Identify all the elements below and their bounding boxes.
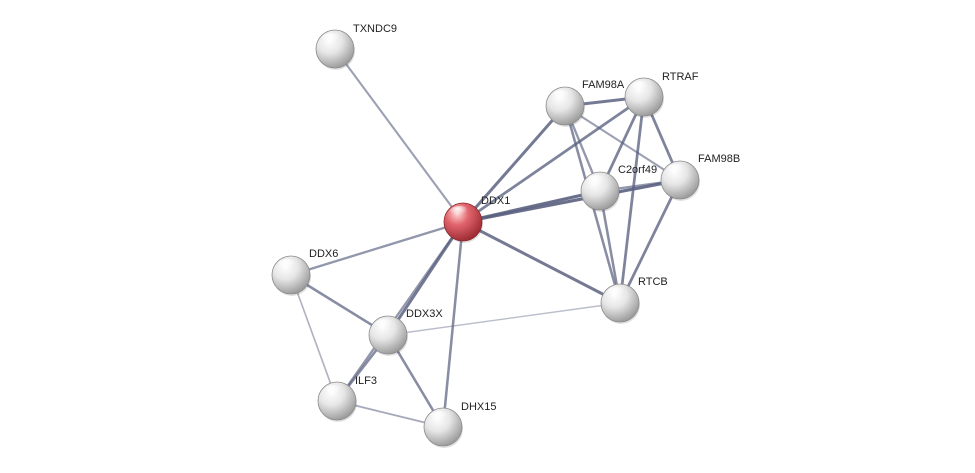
edge-ddx1-rtcb (461, 220, 622, 305)
node-label-ddx1: DDX1 (481, 195, 510, 207)
node-label-rtraf: RTRAF (662, 71, 699, 83)
node-rtraf[interactable]: RTRAF (624, 71, 699, 118)
node-label-ddx6: DDX6 (309, 248, 338, 260)
edge-ddx1-fam98b (461, 178, 682, 224)
node-label-fam98a: FAM98A (582, 79, 625, 91)
node-label-rtcb: RTCB (638, 276, 668, 288)
edge-ddx1-ilf3 (335, 220, 465, 403)
node-label-c2orf49: C2orf49 (618, 164, 657, 176)
node-highlight (321, 33, 343, 47)
node-fam98a[interactable]: FAM98A (545, 79, 625, 127)
node-c2orf49[interactable]: C2orf49 (580, 164, 657, 212)
node-label-fam98b: FAM98B (698, 153, 740, 165)
node-label-txndc9: TXNDC9 (353, 23, 397, 35)
node-highlight (449, 206, 471, 220)
node-ddx3x[interactable]: DDX3X (368, 308, 443, 356)
edge-ddx1-dhx15 (441, 220, 465, 429)
edge-ddx1-ddx6 (289, 220, 465, 277)
node-highlight (374, 319, 396, 333)
node-highlight (323, 385, 345, 399)
node-highlight (606, 287, 628, 301)
edge-ddx1-rtraf (461, 95, 646, 224)
node-ddx1[interactable]: DDX1 (443, 195, 510, 243)
node-ddx6[interactable]: DDX6 (271, 248, 338, 296)
node-dhx15[interactable]: DHX15 (423, 401, 496, 448)
node-highlight (630, 81, 652, 95)
node-label-dhx15: DHX15 (461, 401, 496, 413)
edge-ddx1-fam98a (461, 104, 567, 224)
node-rtcb[interactable]: RTCB (600, 276, 668, 324)
edges-layer (289, 47, 682, 429)
node-ilf3[interactable]: ILF3 (317, 375, 377, 422)
node-highlight (666, 164, 688, 178)
node-label-ddx3x: DDX3X (406, 308, 443, 320)
node-txndc9[interactable]: TXNDC9 (315, 23, 397, 70)
node-highlight (586, 175, 608, 189)
node-highlight (551, 90, 573, 104)
edge-fam98b-rtcb (618, 178, 682, 305)
edge-rtcb-ddx3x (387, 302, 621, 336)
edge-ddx6-ilf3 (290, 274, 338, 402)
node-label-ilf3: ILF3 (355, 375, 377, 387)
node-fam98b[interactable]: FAM98B (660, 153, 740, 201)
edge-txndc9-ddx1 (333, 47, 465, 224)
node-highlight (277, 259, 299, 273)
edge-rtraf-rtcb (618, 95, 646, 305)
node-highlight (429, 411, 451, 425)
